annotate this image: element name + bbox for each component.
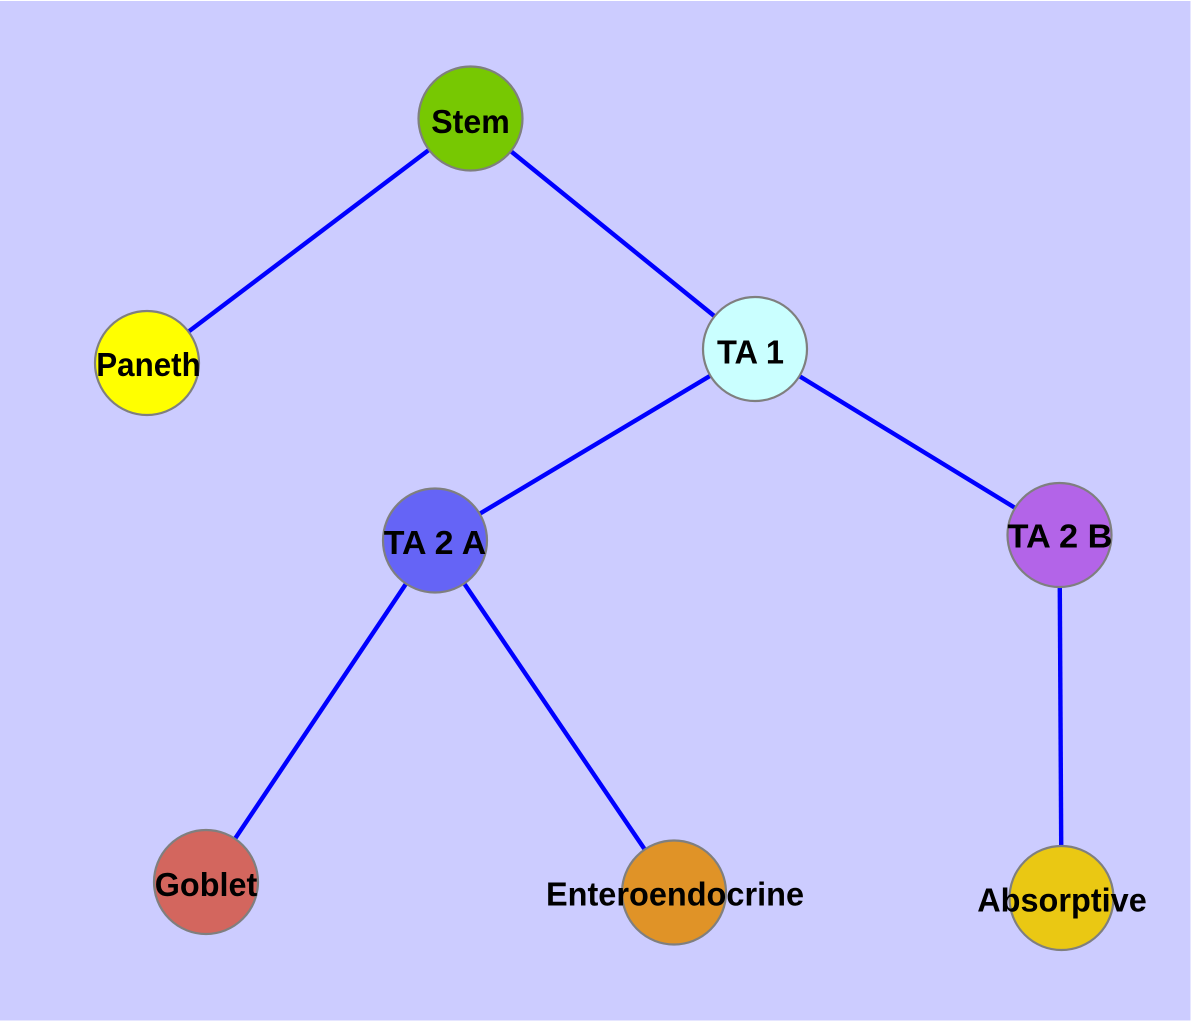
node-paneth-circle — [93, 309, 201, 417]
node-ta2a-label: TA 2 A — [384, 525, 487, 562]
node-stem-circle — [417, 65, 524, 172]
node-goblet-circle — [152, 828, 260, 936]
node-enteroendocrine-circle — [620, 839, 728, 946]
edge-ta2a-enteroendocrine — [433, 539, 676, 894]
node-ta2a-circle — [381, 487, 489, 594]
edge-stem-ta1 — [469, 116, 757, 351]
node-paneth: Paneth — [93, 309, 201, 417]
node-group: Stem Paneth TA 1 TA 2 A TA 2 B Goblet En… — [93, 65, 1147, 952]
edge-ta2a-goblet — [204, 539, 437, 884]
node-stem-label: Stem — [431, 104, 510, 141]
node-ta2b: TA 2 B — [1006, 481, 1113, 589]
node-ta2a: TA 2 A — [381, 487, 489, 594]
node-ta2b-circle — [1006, 481, 1113, 589]
node-absorptive-circle — [1008, 844, 1115, 952]
node-goblet-label: Goblet — [155, 867, 258, 904]
edge-ta2b-absorptive — [1057, 534, 1064, 899]
node-stem: Stem — [417, 65, 524, 172]
edge-ta1-ta2b — [753, 347, 1061, 537]
node-ta1-label: TA 1 — [717, 335, 784, 372]
node-absorptive: Absorptive — [977, 844, 1147, 952]
node-enteroendocrine-label: Enteroendocrine — [546, 877, 804, 914]
node-paneth-label: Paneth — [96, 347, 201, 384]
node-ta1: TA 1 — [701, 295, 809, 403]
node-absorptive-label: Absorptive — [977, 883, 1147, 920]
node-ta2b-label: TA 2 B — [1008, 519, 1113, 556]
node-enteroendocrine: Enteroendocrine — [546, 839, 804, 946]
edge-group — [145, 116, 1064, 899]
edge-stem-paneth — [145, 116, 472, 365]
node-goblet: Goblet — [152, 828, 260, 936]
edge-ta1-ta2a — [433, 347, 757, 543]
node-ta1-circle — [701, 295, 809, 403]
